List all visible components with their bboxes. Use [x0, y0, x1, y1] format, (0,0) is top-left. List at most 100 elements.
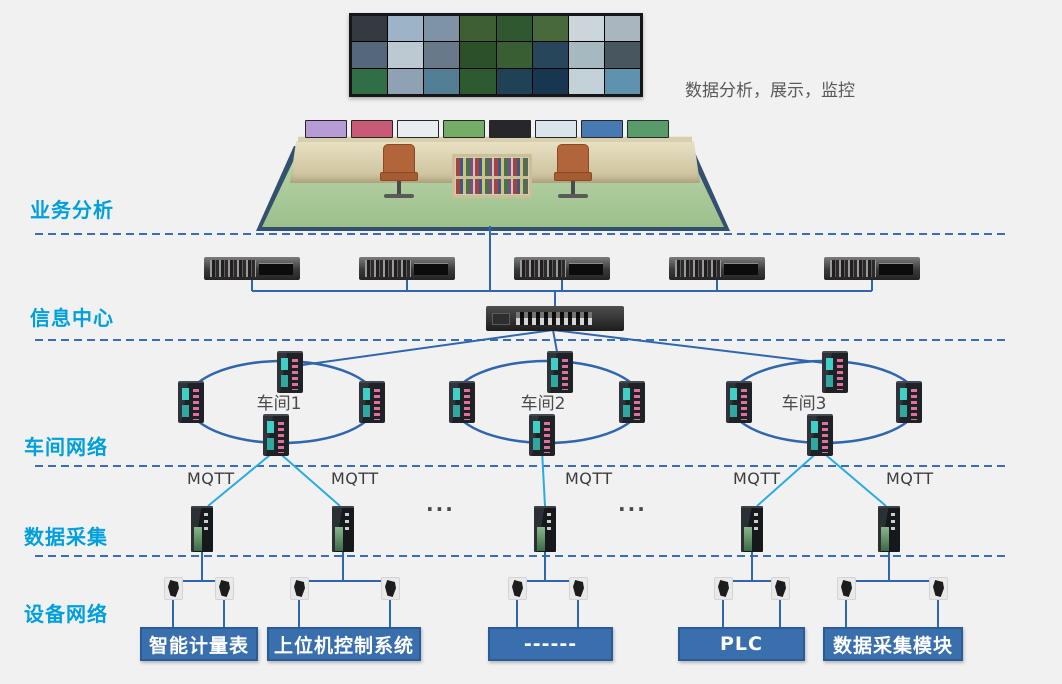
ring1-switch-bottom — [263, 414, 289, 456]
ring1-switch-right — [359, 381, 385, 423]
device-box-plc: PLC — [678, 627, 805, 661]
ring2-switch-right — [619, 381, 645, 423]
screen-tile — [460, 16, 496, 42]
mqtt-gateway-4 — [741, 506, 763, 552]
screen-tile — [496, 68, 532, 94]
device-box-host-control-system: 上位机控制系统 — [267, 627, 421, 661]
rack-server-4 — [669, 257, 765, 280]
screen-tile — [351, 120, 393, 138]
video-wall — [349, 13, 643, 97]
layer-label-workshop-network: 车间网络 — [24, 435, 108, 459]
ring2-label: 车间2 — [520, 394, 566, 414]
mqtt-gateway-1 — [191, 506, 213, 552]
screen-tile — [352, 16, 388, 42]
server-stub-lines — [251, 278, 873, 291]
screen-tile — [604, 16, 640, 42]
ring3-switch-bottom — [807, 414, 833, 456]
mqtt-label-1: MQTT — [187, 469, 235, 488]
field-meter — [715, 578, 732, 599]
books — [456, 158, 528, 194]
screen-tile — [305, 120, 347, 138]
video-wall-screens — [352, 16, 640, 94]
control-room-caption: 数据分析，展示，监控 — [685, 81, 855, 101]
rack-server-1 — [204, 257, 300, 280]
mqtt-gateway-2 — [332, 506, 354, 552]
field-meter — [216, 578, 233, 599]
device-box-other: ------ — [488, 627, 613, 661]
operator-chair — [380, 144, 420, 204]
field-meter — [382, 578, 399, 599]
screen-tile — [532, 16, 568, 42]
desk-monitor-row — [305, 120, 669, 138]
screen-tile — [460, 42, 496, 68]
ring1-switch-top — [277, 351, 303, 393]
screen-tile — [535, 120, 577, 138]
mqtt-label-5: MQTT — [886, 469, 934, 488]
ring2-gateway-link — [541, 449, 546, 507]
screen-tile — [496, 42, 532, 68]
mqtt-label-3: MQTT — [565, 469, 613, 488]
core-switch — [486, 306, 624, 331]
screen-tile — [532, 68, 568, 94]
rack-server-2 — [359, 257, 455, 280]
ring2-switch-left — [449, 381, 475, 423]
screen-tile — [581, 120, 623, 138]
layer-label-business-analysis: 业务分析 — [30, 198, 114, 222]
field-meter — [838, 578, 855, 599]
screen-tile — [424, 42, 460, 68]
field-meter — [165, 578, 182, 599]
field-meter — [570, 578, 587, 599]
ring2-switch-bottom — [529, 414, 555, 456]
ring1-switch-left — [178, 381, 204, 423]
screen-tile — [424, 68, 460, 94]
screen-tile — [604, 42, 640, 68]
screen-tile — [424, 16, 460, 42]
mqtt-gateway-3 — [534, 506, 556, 552]
screen-tile — [388, 42, 424, 68]
ring3-switch-left — [726, 381, 752, 423]
screen-tile — [532, 42, 568, 68]
screen-tile — [489, 120, 531, 138]
ring3-label: 车间3 — [781, 394, 827, 414]
screen-tile — [352, 68, 388, 94]
ring3-gateway-links — [756, 449, 887, 507]
layer-label-device-network: 设备网络 — [24, 602, 108, 626]
bookshelf — [452, 154, 532, 198]
screen-tile — [568, 68, 604, 94]
field-meter — [291, 578, 308, 599]
screen-tile — [568, 16, 604, 42]
screen-tile — [627, 120, 669, 138]
field-meter — [509, 578, 526, 599]
ellipsis-2: ... — [618, 492, 647, 516]
gateway-drop-lines — [201, 548, 890, 581]
layer-label-information-center: 信息中心 — [30, 306, 114, 330]
device-box-daq-module: 数据采集模块 — [823, 627, 963, 661]
rack-server-5 — [824, 257, 920, 280]
screen-tile — [388, 68, 424, 94]
ring1-gateway-links — [207, 449, 341, 507]
field-meter — [772, 578, 789, 599]
screen-tile — [352, 42, 388, 68]
rack-server-3 — [514, 257, 610, 280]
screen-tile — [460, 68, 496, 94]
ring3-switch-right — [896, 381, 922, 423]
mqtt-label-4: MQTT — [733, 469, 781, 488]
screen-tile — [604, 68, 640, 94]
ring3-switch-top — [822, 351, 848, 393]
meter-to-box-lines — [172, 594, 939, 627]
screen-tile — [397, 120, 439, 138]
screen-tile — [568, 42, 604, 68]
ring2-switch-top — [547, 351, 573, 393]
screen-tile — [496, 16, 532, 42]
field-meter — [930, 578, 947, 599]
ring1-label: 车间1 — [256, 394, 302, 414]
ellipsis-1: ... — [426, 492, 455, 516]
layer-label-data-collection: 数据采集 — [24, 525, 108, 549]
screen-tile — [443, 120, 485, 138]
operator-chair — [554, 144, 594, 204]
device-box-smart-meter: 智能计量表 — [140, 627, 258, 661]
screen-tile — [388, 16, 424, 42]
mqtt-label-2: MQTT — [331, 469, 379, 488]
